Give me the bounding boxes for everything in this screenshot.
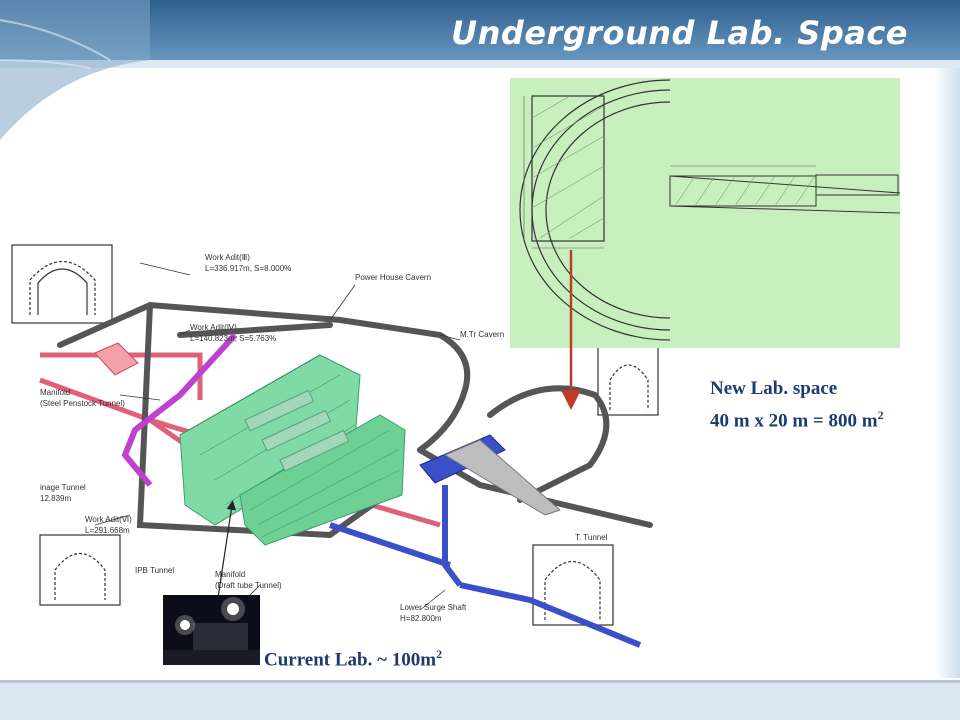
lab-rectangle — [531, 95, 605, 242]
header-stripe — [0, 60, 960, 68]
corner-decoration — [0, 0, 150, 140]
label-ipb-tunnel: IPB Tunnel — [135, 566, 174, 575]
right-side-bar — [934, 68, 960, 678]
label-mtr-cavern: M.Tr Cavern — [460, 330, 504, 339]
label-manifold-draft: Manifold — [215, 570, 245, 579]
new-lab-line1: New Lab. space — [710, 378, 838, 399]
cross-section-bottom-right — [532, 544, 614, 626]
tunnel-plan — [669, 174, 900, 214]
current-lab-label: Current Lab. ~ 100m2 — [264, 647, 443, 671]
label-work-adit-iii: Work Adit(Ⅲ) — [205, 253, 250, 262]
label-manifold-steel-2: (Steel Penstock Tunnel) — [40, 399, 125, 408]
draft-tubes — [244, 389, 350, 472]
label-work-adit-vi-spec: L=291.668m — [85, 526, 130, 535]
current-lab-photo — [163, 595, 260, 665]
surge-tunnel — [329, 485, 642, 648]
new-lab-line2: 40 m x 20 m = 800 m2 — [710, 408, 884, 432]
label-work-adit-iii-spec: L=336.917m, S=8.000% — [205, 264, 291, 273]
label-lower-surge: Lower Surge Shaft — [400, 603, 467, 612]
cross-section-top-left — [11, 244, 113, 324]
footer-band — [0, 680, 960, 720]
portal-area — [94, 342, 139, 376]
footer-line — [0, 680, 960, 683]
label-lower-surge-spec: H=82.800m — [400, 614, 442, 623]
label-work-adit-iv-spec: L=140.823m, S=5.763% — [190, 334, 276, 343]
cross-section-bottom-left — [39, 534, 121, 606]
new-lab-layout-inset — [510, 78, 900, 348]
transformer-cavern — [239, 414, 406, 546]
label-work-adit-iv: Work Adit(Ⅳ) — [190, 323, 237, 332]
purple-adit — [121, 332, 238, 487]
label-manifold-draft-2: (Draft tube Tunnel) — [215, 581, 282, 590]
label-drainage-tunnel: inage Tunnel — [40, 483, 86, 492]
slide-title: Underground Lab. Space — [451, 14, 908, 52]
label-drainage-spec: 12.839m — [40, 494, 71, 503]
leader-lines — [94, 262, 461, 611]
label-t-tunnel: T. Tunnel — [575, 533, 608, 542]
header-band — [0, 0, 960, 68]
surge-shaft-top — [443, 439, 561, 516]
label-power-house: Power House Cavern — [355, 273, 431, 282]
label-work-adit-vi: Work Adit(Ⅵ) — [85, 515, 132, 524]
new-lab-callout: New Lab. space 40 m x 20 m = 800 m2 — [710, 376, 884, 434]
label-manifold-steel: Manifold — [40, 388, 70, 397]
